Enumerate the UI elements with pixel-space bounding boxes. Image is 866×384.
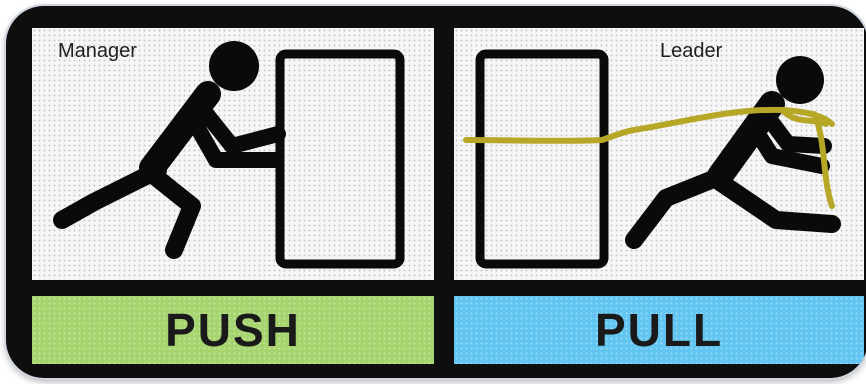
stick-figure-pushing-icon (53, 41, 286, 259)
push-label: PUSH (165, 304, 301, 356)
leader-label: Leader (660, 40, 723, 62)
manager-panel: Manager (32, 28, 434, 280)
door-icon (275, 49, 405, 269)
door-icon (475, 49, 609, 269)
pull-banner: PULL (454, 296, 864, 364)
push-banner: PUSH (32, 296, 434, 364)
rope-icon (463, 106, 835, 209)
manager-illustration (53, 41, 405, 269)
manager-label: Manager (58, 40, 137, 62)
comparison-frame: Manager Leader (6, 6, 866, 378)
leader-panel: Leader (454, 28, 864, 280)
pull-label: PULL (594, 304, 724, 356)
leader-illustration (463, 49, 841, 269)
stick-figure-pulling-icon (625, 56, 841, 249)
